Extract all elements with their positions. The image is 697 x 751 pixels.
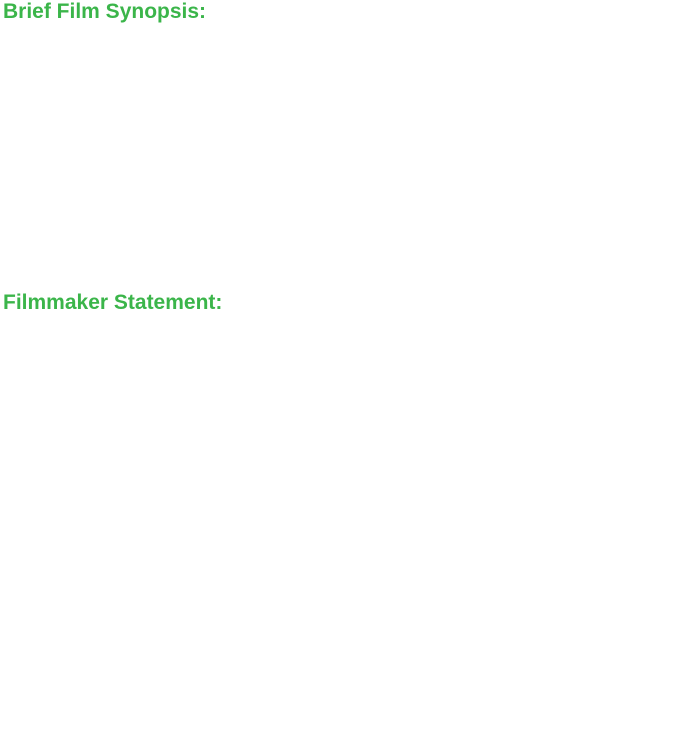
synopsis-body-text — [3, 30, 693, 285]
filmmaker-statement-heading: Filmmaker Statement: — [3, 291, 223, 314]
filmmaker-statement-body-text — [3, 320, 693, 745]
synopsis-heading: Brief Film Synopsis: — [3, 0, 207, 23]
